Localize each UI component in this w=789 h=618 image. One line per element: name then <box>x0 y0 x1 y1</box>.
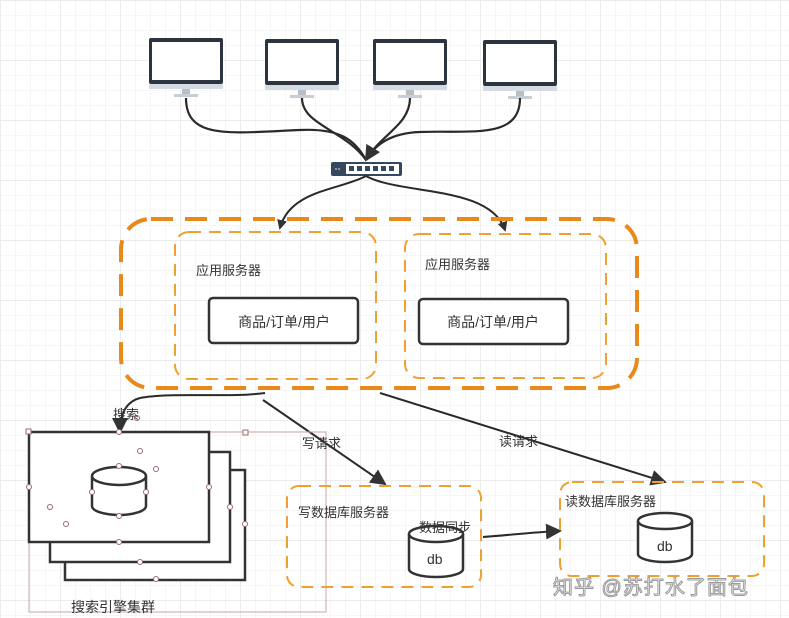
connector-data-sync[interactable] <box>482 523 562 540</box>
app-server-1-module-label: 商品/订单/用户 <box>238 314 330 330</box>
selection-handles[interactable] <box>25 415 249 582</box>
monitor-icon <box>149 38 223 97</box>
write-db-server[interactable] <box>286 485 482 588</box>
client-monitor-2[interactable] <box>265 39 339 98</box>
client-monitor-3[interactable] <box>373 39 447 98</box>
connector-read-request[interactable] <box>379 392 667 486</box>
search-cluster-title: 搜索引擎集群 <box>71 599 155 615</box>
network-switch[interactable] <box>331 162 402 176</box>
connector-client-2[interactable] <box>300 97 367 161</box>
app-server-2[interactable] <box>404 233 607 379</box>
app-server-2-module-label: 商品/订单/用户 <box>447 314 539 330</box>
switch-connectors <box>277 175 508 232</box>
write-db-icon[interactable] <box>407 524 465 579</box>
monitor-icon <box>373 39 447 98</box>
monitor-icon <box>265 39 339 98</box>
read-db-server[interactable] <box>559 481 765 577</box>
client-monitor-4[interactable] <box>483 40 557 99</box>
connector-to-app-server-2[interactable] <box>365 175 508 232</box>
watermark: 知乎 @苏打水了面包 <box>553 577 749 600</box>
app-server-1-title: 应用服务器 <box>196 263 262 278</box>
connector-search[interactable] <box>112 392 266 434</box>
search-engine-cluster[interactable] <box>25 415 327 613</box>
connector-write-request[interactable] <box>262 399 387 486</box>
read-db-icon[interactable] <box>636 511 694 564</box>
app-server-1[interactable] <box>174 231 377 380</box>
client-connectors <box>184 97 522 162</box>
database-icon <box>90 465 148 517</box>
write-db-title: 写数据库服务器 <box>298 505 390 520</box>
connector-client-4[interactable] <box>364 97 522 162</box>
search-edge-label: 搜索 <box>113 407 140 422</box>
app-server-2-module[interactable] <box>417 297 570 346</box>
read-db-label: db <box>657 538 673 554</box>
write-request-label: 写请求 <box>302 436 342 451</box>
read-request-label: 读请求 <box>499 434 539 449</box>
connector-client-1[interactable] <box>184 97 367 161</box>
data-sync-label: 数据同步 <box>419 520 472 535</box>
monitor-icon <box>483 40 557 99</box>
client-monitor-1[interactable] <box>149 38 223 97</box>
write-db-label: db <box>427 551 443 567</box>
connector-to-app-server-1[interactable] <box>277 175 367 230</box>
app-server-cluster[interactable] <box>119 217 639 390</box>
app-server-1-module[interactable] <box>207 296 360 345</box>
read-db-title: 读数据库服务器 <box>565 494 657 509</box>
app-server-2-title: 应用服务器 <box>425 257 491 272</box>
